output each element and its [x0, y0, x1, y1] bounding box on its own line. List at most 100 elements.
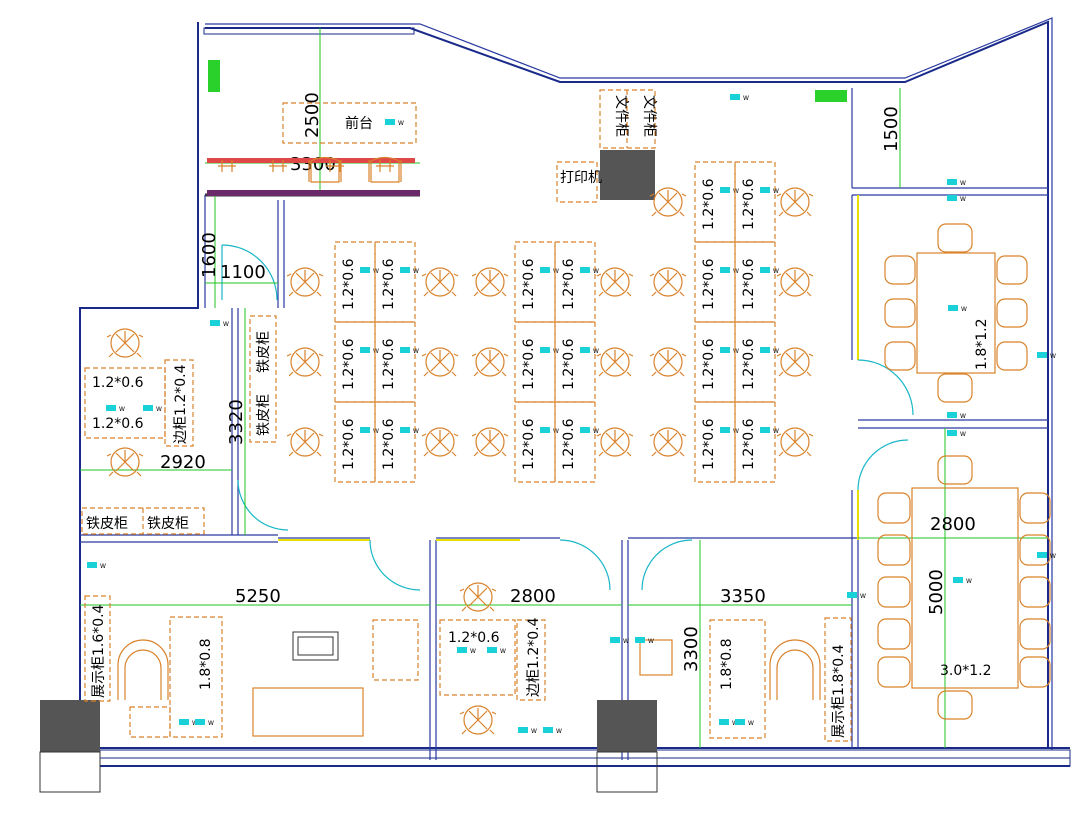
- workstation-desk-label: 1.2*0.6: [341, 418, 357, 470]
- small-office: 1.2*0.6 1.2*0.6 边柜1.2*0.4 铁皮柜 铁皮柜 铁皮柜 铁皮…: [81, 315, 277, 535]
- small-desk-label-2: 1.2*0.6: [92, 416, 144, 432]
- office-chair: [286, 267, 324, 297]
- workstation-desk-label: 1.2*0.6: [381, 418, 397, 470]
- locker-label-1: 铁皮柜: [256, 331, 272, 373]
- glass-partitions: [278, 195, 859, 541]
- workstation-desk: 1.2*0.6: [694, 161, 739, 243]
- workstation-desk: 1.2*0.6: [694, 241, 739, 323]
- office-chair: [471, 427, 509, 457]
- green-marker-right: [815, 90, 847, 102]
- workstation-desk: 1.2*0.6: [734, 401, 779, 483]
- green-marker: [208, 60, 220, 92]
- dim-5000: 5000: [926, 569, 947, 615]
- workstation-desk-label: 1.2*0.6: [521, 258, 537, 310]
- workstation-desk: 1.2*0.6: [554, 321, 599, 403]
- meeting-chair: [937, 690, 973, 720]
- office-chair: [776, 267, 814, 297]
- reception-stools: [218, 160, 394, 172]
- meeting-chair: [877, 618, 911, 650]
- columns: [39, 150, 658, 793]
- office-chair: [649, 427, 687, 457]
- office-chair: [596, 427, 634, 457]
- meeting-chair: [877, 492, 911, 524]
- outer-walls: [79, 17, 1071, 767]
- workstation-desk-label: 1.2*0.6: [381, 338, 397, 390]
- storage-cabinet-label-2: 文件柜: [641, 95, 657, 137]
- workstation-desk-label: 1.2*0.6: [561, 258, 577, 310]
- office-chair: [421, 347, 459, 377]
- workstation-desk-label: 1.2*0.6: [341, 338, 357, 390]
- dim-3300-right: 3300: [681, 626, 702, 672]
- meeting-chair: [884, 298, 916, 328]
- dim-2500: 2500: [302, 92, 323, 138]
- workstation-desk-label: 1.2*0.6: [561, 338, 577, 390]
- workstation-desk-label: 1.2*0.6: [741, 258, 757, 310]
- middle-office: 1.2*0.6 边柜1.2*0.4: [439, 582, 546, 735]
- office-chair: [649, 267, 687, 297]
- meeting-chair: [1019, 576, 1051, 608]
- office-chair: [421, 267, 459, 297]
- meeting-chair: [996, 255, 1028, 285]
- office-chair: [471, 267, 509, 297]
- reception-area: 前台: [207, 60, 847, 196]
- workstation-desk-label: 1.2*0.6: [701, 258, 717, 310]
- middle-desk-label: 1.2*0.6: [448, 630, 500, 646]
- meeting-large-table-label: 3.0*1.2: [940, 663, 992, 679]
- workstation-desk: 1.2*0.6: [334, 321, 379, 403]
- boss-display-cabinet-label: 展示柜1.6*0.4: [91, 604, 107, 698]
- workstation-desk-label: 1.2*0.6: [561, 418, 577, 470]
- storage-cabinets: 文件柜 文件柜 打印机: [556, 89, 657, 203]
- boss-office: 展示柜1.6*0.4 1.8*0.8: [84, 595, 419, 738]
- workstation-desk-label: 1.2*0.6: [521, 338, 537, 390]
- small-desk-label-1: 1.2*0.6: [92, 375, 144, 391]
- meeting-room-small: 1.8*1.2: [884, 223, 1028, 403]
- reception-counter: [282, 102, 417, 144]
- meeting-chair: [996, 298, 1028, 328]
- locker-label-4: 铁皮柜: [147, 516, 189, 532]
- workstation-desk: 1.2*0.6: [694, 321, 739, 403]
- office-chair: [596, 347, 634, 377]
- dim-3350: 3350: [720, 586, 766, 607]
- meeting-chair: [937, 223, 973, 253]
- office-chair: [596, 267, 634, 297]
- dim-2920: 2920: [160, 452, 206, 473]
- dim-1100: 1100: [220, 262, 266, 283]
- right-display-cabinet-label: 展示柜1.8*0.4: [831, 644, 847, 738]
- workstation-desk: 1.2*0.6: [334, 241, 379, 323]
- workstation-desk: 1.2*0.6: [734, 241, 779, 323]
- meeting-chair: [877, 656, 911, 688]
- storage-cabinet-label-1: 文件柜: [613, 95, 629, 137]
- meeting-chair: [1019, 534, 1051, 566]
- office-chair: [649, 187, 687, 217]
- workstation-desk-label: 1.2*0.6: [701, 418, 717, 470]
- workstation-desk: 1.2*0.6: [374, 401, 419, 483]
- meeting-chair: [884, 341, 916, 371]
- reception-counter-label: 前台: [345, 115, 373, 132]
- dim-1500: 1500: [881, 106, 902, 152]
- workstation-desk-label: 1.2*0.6: [741, 178, 757, 230]
- office-chair: [649, 347, 687, 377]
- meeting-chair: [1019, 492, 1051, 524]
- office-chair: [471, 347, 509, 377]
- dim-3320: 3320: [226, 399, 247, 445]
- workstation-desk-label: 1.2*0.6: [741, 418, 757, 470]
- meeting-chair: [877, 576, 911, 608]
- meeting-chair: [1019, 656, 1051, 688]
- workstation-desk-label: 1.2*0.6: [381, 258, 397, 310]
- workstation-desk: 1.2*0.6: [374, 321, 419, 403]
- small-side-cabinet-label: 边柜1.2*0.4: [173, 364, 189, 444]
- dim-2800-meeting: 2800: [930, 514, 976, 535]
- workstation-desk: 1.2*0.6: [374, 241, 419, 323]
- workstation-desk: 1.2*0.6: [514, 321, 559, 403]
- meeting-chair: [996, 341, 1028, 371]
- locker-label-3: 铁皮柜: [86, 516, 128, 532]
- dim-2800-middle: 2800: [510, 586, 556, 607]
- workstation-desk: 1.2*0.6: [514, 241, 559, 323]
- meeting-chair: [884, 255, 916, 285]
- workstation-desk-label: 1.2*0.6: [741, 338, 757, 390]
- workstation-desk: 1.2*0.6: [734, 321, 779, 403]
- workstation-desk: 1.2*0.6: [514, 401, 559, 483]
- right-office: 1.8*0.8 展示柜1.8*0.4: [639, 617, 852, 742]
